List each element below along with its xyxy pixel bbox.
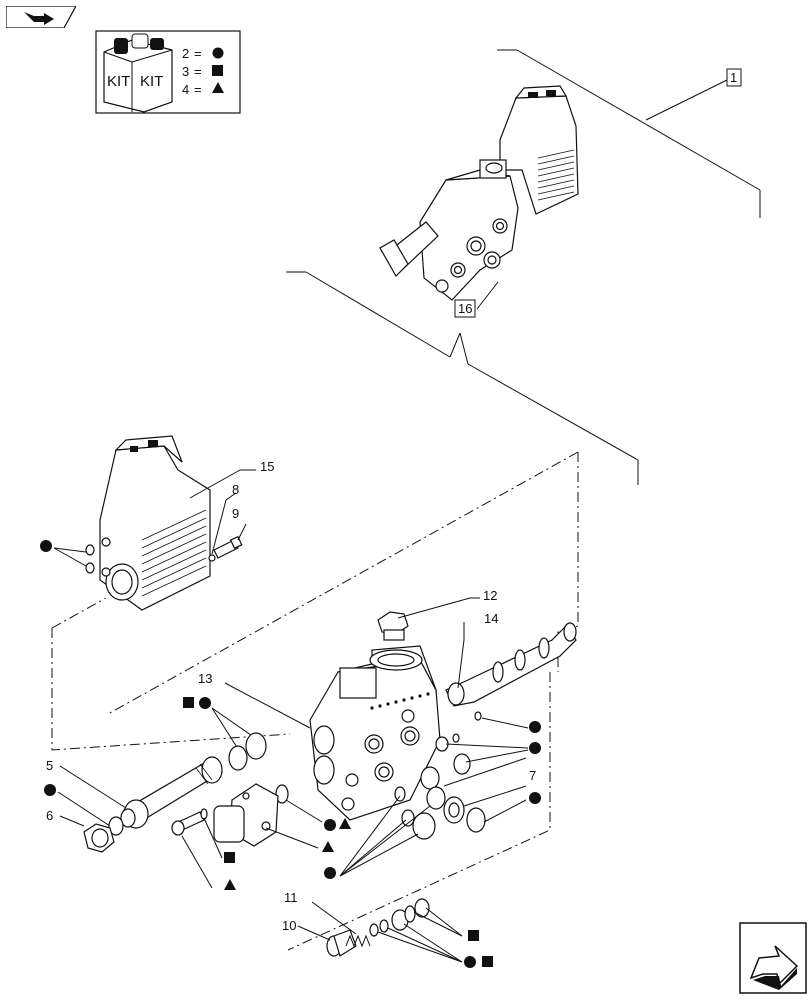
callout-11: 11: [284, 890, 298, 905]
callout-13: 13: [198, 671, 212, 686]
actuator-cap: [213, 783, 279, 847]
washer-8: [208, 554, 216, 562]
circle-symbol-icon: [529, 792, 541, 804]
callout-1: 1: [730, 70, 737, 85]
spring-11: [345, 934, 371, 948]
solenoid-coil: [99, 435, 211, 611]
circle-symbol-icon: [324, 867, 336, 879]
legend-eq-2: =: [194, 46, 202, 61]
next-nav-button[interactable]: [739, 922, 807, 994]
callout-8: 8: [232, 482, 239, 497]
legend-num-2: 2: [182, 46, 189, 61]
callout-5: 5: [46, 758, 53, 773]
circle-symbol-icon: [199, 697, 211, 709]
legend-eq-3: =: [194, 64, 202, 79]
callout-9: 9: [232, 506, 239, 521]
triangle-symbol-icon: [212, 82, 224, 93]
circle-symbol-icon: [40, 540, 52, 552]
next-arrow-icon: [739, 922, 807, 994]
nut-6: [83, 823, 115, 853]
kit-label-left: KIT: [107, 73, 130, 90]
square-symbol-icon: [468, 930, 479, 941]
triangle-symbol-icon: [339, 818, 351, 829]
callout-10: 10: [282, 918, 296, 933]
circle-symbol-icon: [212, 47, 224, 59]
valve-body: [309, 645, 441, 821]
back-arrow-icon: [6, 6, 76, 28]
square-symbol-icon: [183, 697, 194, 708]
triangle-symbol-icon: [322, 841, 334, 852]
legend-num-3: 3: [182, 64, 189, 79]
kit-label-right: KIT: [140, 73, 163, 90]
callout-16: 16: [458, 301, 472, 316]
square-symbol-icon: [482, 956, 493, 967]
poppet: [391, 905, 416, 931]
screw-9: [213, 535, 243, 559]
plug-10: [326, 929, 357, 957]
kit-legend: KIT KIT 2 = 3 = 4 =: [95, 30, 241, 114]
callout-15: 15: [260, 459, 274, 474]
back-nav-button[interactable]: [6, 6, 76, 28]
cartridge-5: [120, 756, 224, 829]
legend-eq-4: =: [194, 82, 202, 97]
callout-6: 6: [46, 808, 53, 823]
kit-box-icon: KIT KIT: [103, 33, 173, 113]
spool-14: [445, 622, 577, 707]
square-symbol-icon: [224, 852, 235, 863]
mounting-screw: [171, 811, 205, 836]
legend-num-4: 4: [182, 82, 189, 97]
callout-7: 7: [529, 768, 536, 783]
circle-symbol-icon: [464, 956, 476, 968]
circle-symbol-icon: [529, 742, 541, 754]
square-symbol-icon: [212, 65, 223, 76]
circle-symbol-icon: [44, 784, 56, 796]
assembled-valve: [379, 85, 579, 301]
callout-14: 14: [484, 611, 498, 626]
circle-symbol-icon: [529, 721, 541, 733]
callout-12: 12: [483, 588, 497, 603]
circle-symbol-icon: [324, 819, 336, 831]
triangle-symbol-icon: [224, 879, 236, 890]
